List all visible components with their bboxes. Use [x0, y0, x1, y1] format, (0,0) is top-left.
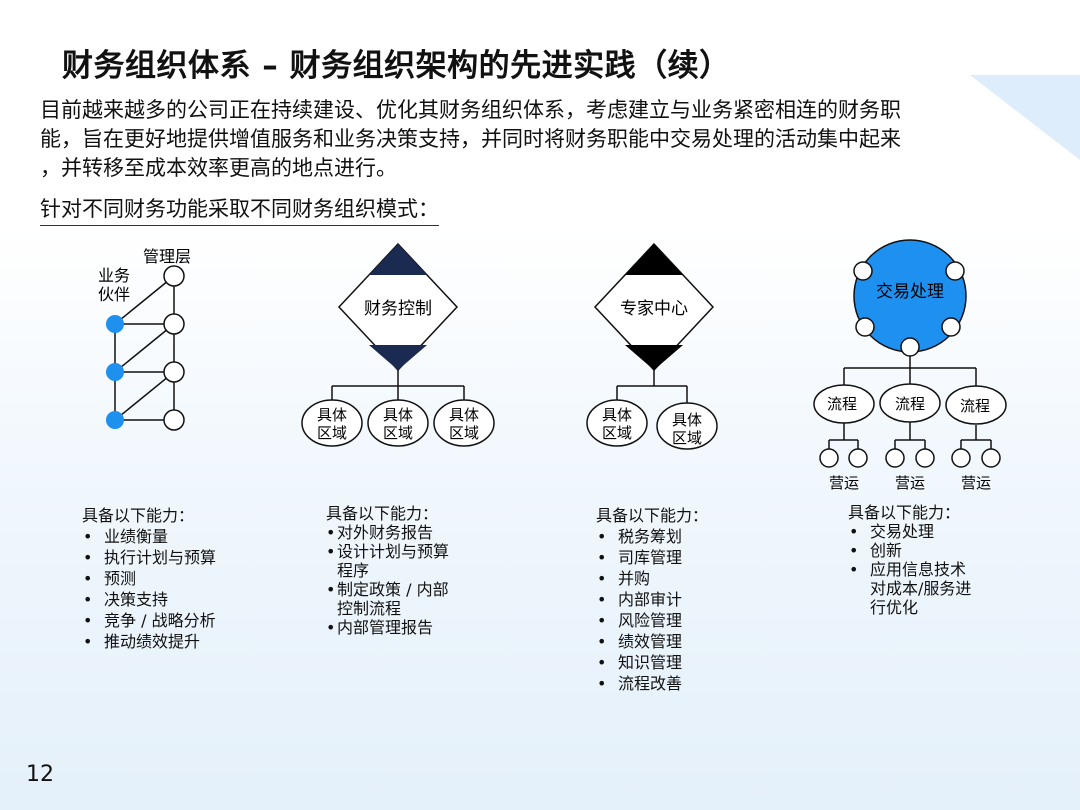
operation-node [915, 448, 935, 468]
satellite-node [853, 261, 873, 281]
capabilities-expert-center: 具备以下能力： 税务筹划司库管理并购内部审计风险管理绩效管理知识管理流程改善 [596, 505, 708, 694]
intro-line: 能，旨在更好地提供增值服务和业务决策支持，并同时将财务职能中交易处理的活动集中起… [40, 127, 901, 151]
list-item: 交易处理 [848, 522, 971, 541]
transaction-processing-diagram [813, 239, 1007, 468]
region-label: 区域 [449, 424, 479, 442]
process-label: 流程 [827, 395, 857, 413]
list-item: 执行计划与预算 [82, 547, 216, 568]
corner-decoration [970, 75, 1080, 160]
list-item: 内部审计 [596, 589, 708, 610]
process-label: 流程 [895, 395, 925, 413]
finance-control-label: 财务控制 [364, 299, 432, 319]
intro-line: 目前越来越多的公司正在持续建设、优化其财务组织体系，考虑建立与业务紧密相连的财务… [40, 98, 901, 122]
org-model-diagrams: 管理层 业务 伙伴 财务控制 具体 区域 具体 区域 具体 区域 [98, 239, 1007, 492]
diamond-top-fill [625, 244, 683, 275]
region-label: 具体 [672, 411, 702, 429]
capability-list: 税务筹划司库管理并购内部审计风险管理绩效管理知识管理流程改善 [596, 526, 708, 694]
management-node [163, 265, 185, 287]
list-item: 绩效管理 [596, 631, 708, 652]
region-label: 区域 [602, 424, 632, 442]
process-node [879, 383, 941, 423]
process-label: 流程 [960, 397, 990, 415]
region-label: 区域 [383, 424, 413, 442]
satellite-node [900, 337, 920, 357]
list-item: 风险管理 [596, 610, 708, 631]
region-node [433, 399, 495, 447]
capabilities-heading: 具备以下能力： [82, 506, 195, 525]
intro-line: ，并转移至成本效率更高的地点进行。 [40, 156, 397, 180]
list-item: 创新 [848, 541, 971, 560]
region-label: 具体 [449, 406, 479, 424]
list-item: 对外财务报告 [326, 523, 449, 542]
operation-label: 营运 [961, 474, 991, 492]
region-node [301, 399, 363, 447]
region-label: 区域 [317, 424, 347, 442]
capability-list: 业绩衡量执行计划与预算预测决策支持竞争 / 战略分析推动绩效提升 [82, 526, 216, 652]
list-item: 决策支持 [82, 589, 216, 610]
satellite-node [855, 317, 875, 337]
process-node [945, 385, 1007, 425]
list-item: 推动绩效提升 [82, 631, 216, 652]
list-item: 业绩衡量 [82, 526, 216, 547]
list-item: 税务筹划 [596, 526, 708, 547]
list-item: 并购 [596, 568, 708, 589]
list-item: 司库管理 [596, 547, 708, 568]
operation-node [885, 448, 905, 468]
list-item: 预测 [82, 568, 216, 589]
business-partner-node [106, 315, 124, 333]
operation-node [951, 448, 971, 468]
region-label: 具体 [602, 406, 632, 424]
list-item: 知识管理 [596, 652, 708, 673]
list-item: 流程改善 [596, 673, 708, 694]
satellite-node [945, 261, 965, 281]
list-item: 内部管理报告 [326, 618, 449, 637]
process-node [813, 384, 875, 424]
management-node [163, 361, 185, 383]
capabilities-heading: 具备以下能力： [326, 504, 439, 523]
capabilities-business-partner: 具备以下能力： 业绩衡量执行计划与预算预测决策支持竞争 / 战略分析推动绩效提升 [82, 505, 216, 652]
operation-node [848, 448, 868, 468]
page-number: 12 [26, 762, 54, 787]
business-partner-node [106, 363, 124, 381]
capabilities-heading: 具备以下能力： [596, 506, 709, 525]
diamond-bottom-fill [369, 345, 427, 370]
region-label: 区域 [672, 429, 702, 447]
page-title: 财务组织体系 – 财务组织架构的先进实践（续） [62, 48, 731, 84]
management-node [163, 313, 185, 335]
expert-center-label: 专家中心 [620, 299, 688, 319]
region-label: 具体 [383, 406, 413, 424]
operation-label: 营运 [829, 474, 859, 492]
region-node [586, 399, 648, 447]
business-partner-node [106, 411, 124, 429]
section-subheading: 针对不同财务功能采取不同财务组织模式： [40, 193, 439, 226]
region-label: 具体 [317, 406, 347, 424]
intro-paragraph: 目前越来越多的公司正在持续建设、优化其财务组织体系，考虑建立与业务紧密相连的财务… [40, 96, 1040, 183]
diamond-bottom-fill [625, 345, 683, 370]
satellite-node [941, 317, 961, 337]
business-partner-diagram [106, 265, 185, 431]
list-item: 竞争 / 战略分析 [82, 610, 216, 631]
finance-control-diagram [301, 242, 495, 447]
diamond-top-fill [369, 244, 427, 275]
operation-node [981, 448, 1001, 468]
capabilities-heading: 具备以下能力： [848, 503, 961, 522]
region-node [656, 402, 718, 450]
label-business: 业务 [98, 266, 130, 285]
region-node [367, 399, 429, 447]
label-partner: 伙伴 [98, 285, 130, 304]
expert-center-diagram [586, 242, 718, 450]
label-management: 管理层 [143, 247, 191, 266]
transaction-center-label: 交易处理 [876, 282, 944, 302]
operation-node [819, 448, 839, 468]
operation-label: 营运 [895, 474, 925, 492]
management-node [163, 409, 185, 431]
